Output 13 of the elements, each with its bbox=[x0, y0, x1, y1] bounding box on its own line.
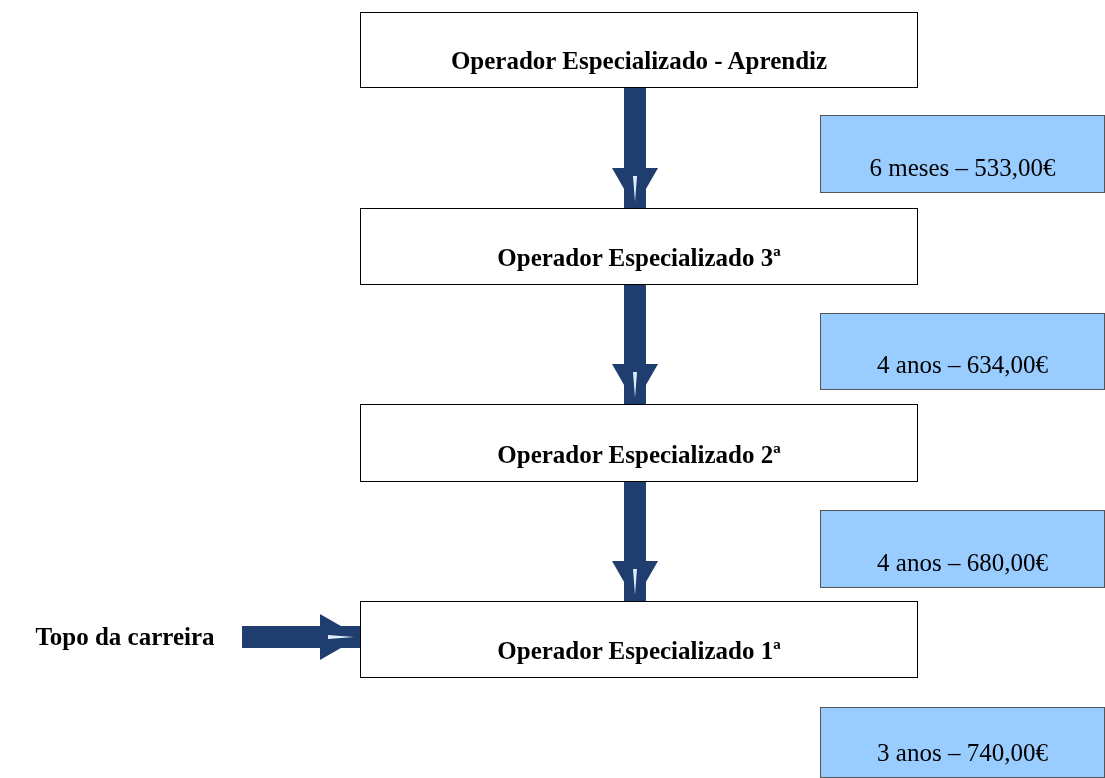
job-level-box: Operador Especializado 3ª bbox=[360, 208, 918, 285]
job-level-box: Operador Especializado 2ª bbox=[360, 404, 918, 482]
duration-salary-box: 4 anos – 634,00€ bbox=[820, 313, 1105, 390]
duration-salary-box: 4 anos – 680,00€ bbox=[820, 510, 1105, 588]
block-arrow bbox=[612, 285, 658, 404]
duration-salary-box: 6 meses – 533,00€ bbox=[820, 115, 1105, 193]
job-level-box: Operador Especializado 1ª bbox=[360, 601, 918, 678]
block-arrow bbox=[612, 482, 658, 601]
block-arrow bbox=[612, 88, 658, 208]
side-label: Topo da carreira bbox=[0, 612, 250, 662]
block-arrow bbox=[242, 614, 360, 660]
duration-salary-box: 3 anos – 740,00€ bbox=[820, 707, 1105, 778]
job-level-box: Operador Especializado - Aprendiz bbox=[360, 12, 918, 88]
